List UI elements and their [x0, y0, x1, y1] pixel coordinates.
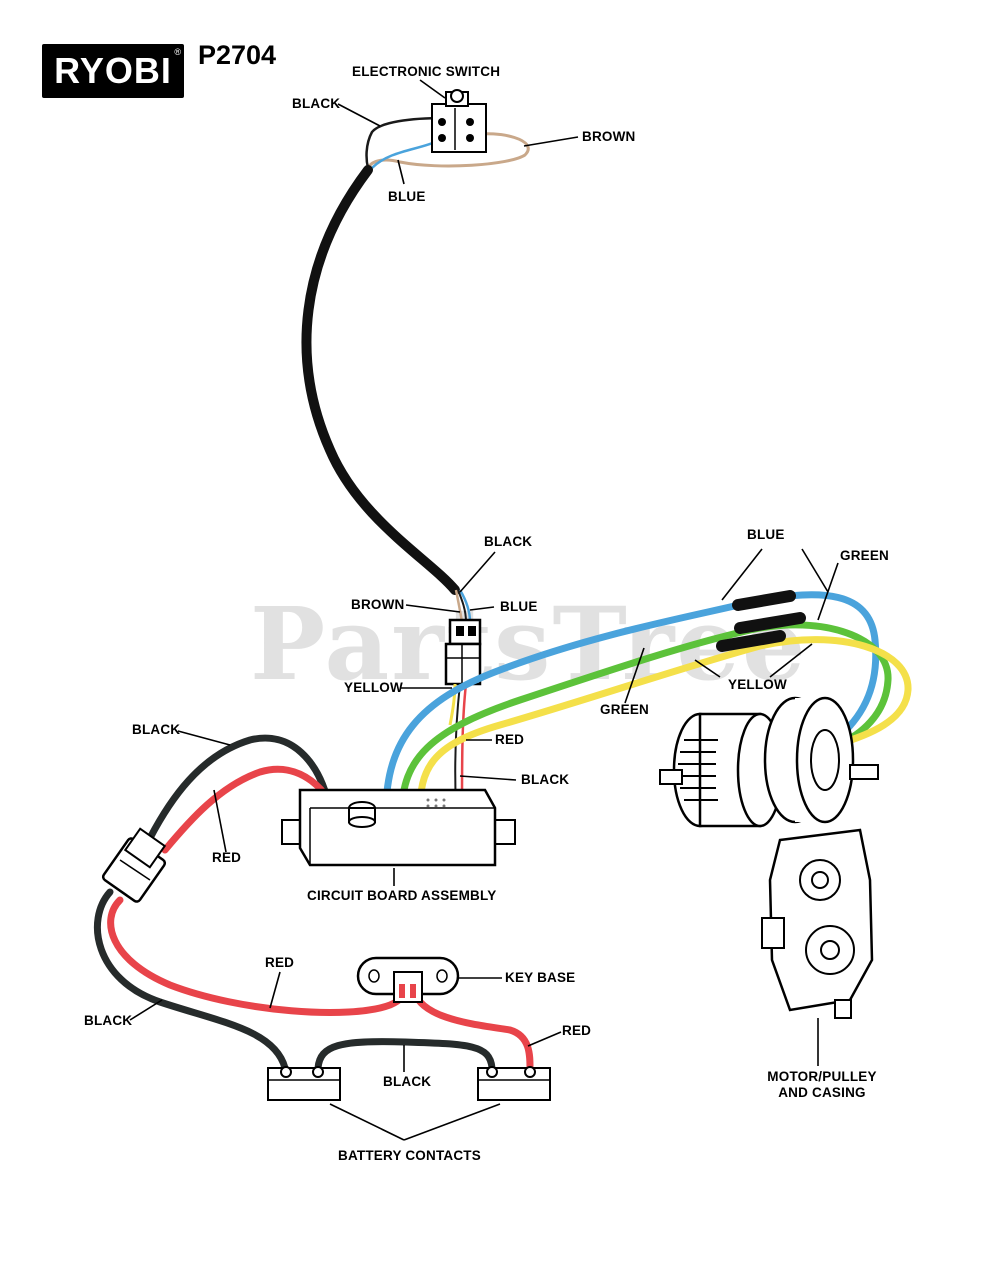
label-plug-red: RED — [212, 850, 242, 865]
key-base — [356, 956, 460, 1003]
label-motor-casing: MOTOR/PULLEY AND CASING — [762, 1069, 882, 1101]
main-black-cable — [301, 165, 460, 595]
label-key-base: KEY BASE — [505, 970, 576, 985]
battery-contact-right — [477, 1066, 551, 1101]
label-plug-black: BLACK — [132, 722, 181, 737]
label-electronic-switch: ELECTRONIC SWITCH — [352, 64, 501, 79]
contact-black-jumper — [314, 1038, 496, 1072]
motor-blue-wire — [382, 591, 880, 816]
heat-shrink-green — [734, 612, 806, 634]
label-harness-black: BLACK — [84, 1013, 133, 1028]
electronic-switch — [431, 89, 487, 153]
circuit-board — [281, 788, 516, 867]
watermark: PartsTree — [250, 585, 808, 703]
harness-red-wire — [107, 896, 408, 1016]
label-connector-brown: BROWN — [351, 597, 405, 612]
label-motor-line2: AND CASING — [778, 1085, 866, 1100]
label-motor-blue: BLUE — [747, 527, 785, 542]
registered-mark: ® — [174, 47, 181, 57]
label-board-red: RED — [495, 732, 525, 747]
motor-green-wire — [398, 621, 892, 816]
battery-contact-left — [267, 1066, 341, 1101]
harness-black-wire — [93, 888, 289, 1072]
ryobi-logo: RYOBI ® — [42, 44, 184, 98]
inline-connector — [444, 618, 482, 686]
label-circuit-board: CIRCUIT BOARD ASSEMBLY — [307, 888, 497, 903]
logo-text: RYOBI — [54, 50, 172, 91]
model-number: P2704 — [198, 40, 277, 70]
battery-plug — [101, 827, 167, 903]
label-switch-blue: BLUE — [388, 189, 426, 204]
label-connector-black: BLACK — [484, 534, 533, 549]
label-motor-green: GREEN — [840, 548, 890, 563]
leader-lines — [129, 79, 839, 1141]
label-switch-black: BLACK — [292, 96, 341, 111]
label-board-black: BLACK — [521, 772, 570, 787]
heat-shrink-yellow — [716, 630, 786, 652]
label-harness-red: RED — [265, 955, 295, 970]
plug-black-wire — [146, 734, 334, 842]
heat-shrink-blue — [732, 590, 796, 611]
label-motor-yellow: YELLOW — [728, 677, 787, 692]
motor-assembly — [659, 696, 879, 1019]
label-mid-green: GREEN — [600, 702, 650, 717]
label-switch-brown: BROWN — [582, 129, 636, 144]
switch-black-wire — [365, 116, 446, 169]
label-motor-line1: MOTOR/PULLEY — [767, 1069, 877, 1084]
label-connector-yellow: YELLOW — [344, 680, 403, 695]
label-battery-contacts: BATTERY CONTACTS — [338, 1148, 481, 1163]
motor-yellow-wire — [416, 636, 912, 816]
label-contact-black: BLACK — [383, 1074, 432, 1089]
label-connector-blue: BLUE — [500, 599, 538, 614]
label-contact-red: RED — [562, 1023, 592, 1038]
key-red-wire — [410, 986, 534, 1072]
